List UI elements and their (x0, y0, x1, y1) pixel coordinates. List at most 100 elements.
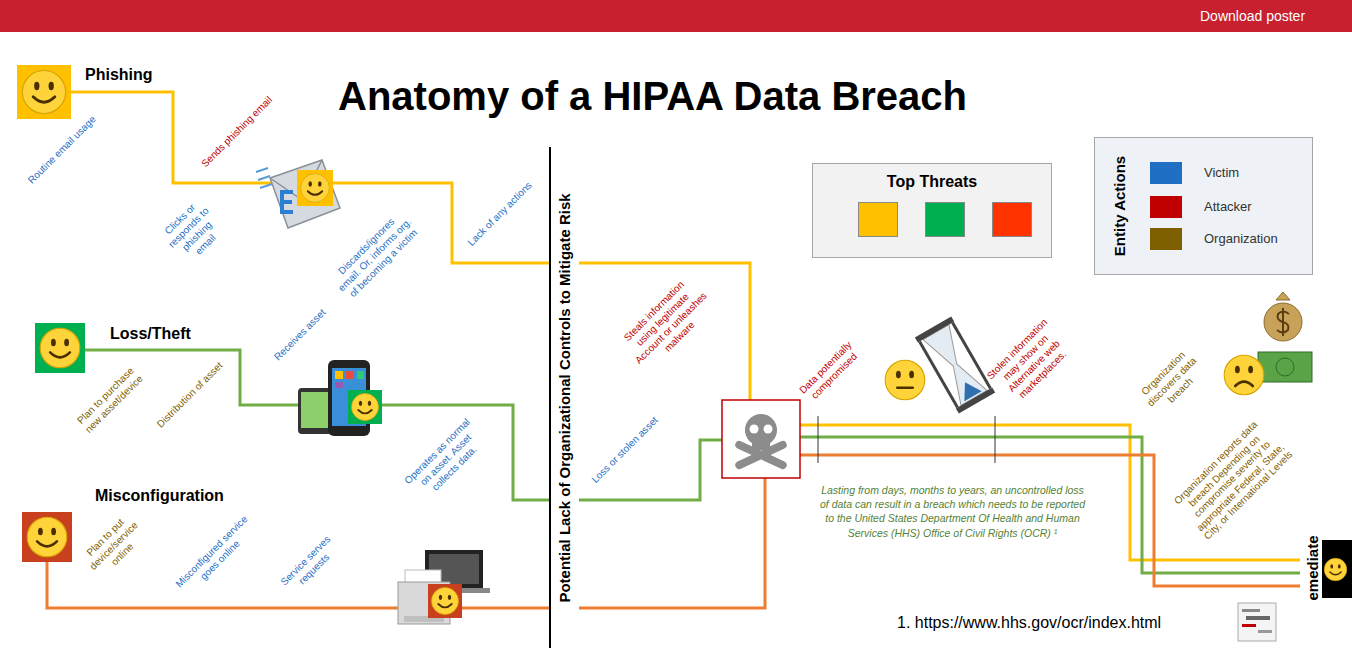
legend-swatch (1150, 196, 1182, 218)
app-tile (335, 371, 343, 379)
hourglass-post (920, 342, 958, 408)
smiley (301, 174, 330, 203)
speed-line (256, 168, 268, 172)
phishing-path (71, 92, 750, 400)
envelope (270, 160, 340, 228)
skull-jaw (752, 438, 770, 450)
step-label: Stolen information may show on Alternati… (979, 311, 1080, 412)
money-sign (1277, 308, 1289, 336)
bag-knot (1276, 292, 1290, 300)
logo-mark (1242, 609, 1260, 612)
bill-seal (1276, 358, 1294, 376)
logo-frame (1238, 603, 1276, 641)
toolbar-link: Download poster (1200, 8, 1305, 25)
neutral-face (885, 360, 925, 400)
icon-ground (22, 512, 72, 562)
threat-heading: Misconfiguration (95, 486, 224, 505)
loss-icon (35, 323, 85, 373)
icon-ground (17, 65, 71, 119)
money-bag (1264, 303, 1302, 341)
step-label: Operates as normal on asset. Asset colle… (398, 412, 494, 508)
smiley (432, 588, 459, 615)
sad-face (1224, 355, 1264, 395)
bills (1258, 352, 1312, 382)
icon-ground (297, 170, 333, 206)
phishing-icon (17, 65, 71, 119)
breach-box (722, 400, 800, 478)
speed-line (260, 184, 272, 188)
tick (995, 416, 996, 463)
step-label: Distribution of asset (155, 360, 226, 431)
logo-mark (1258, 630, 1272, 633)
icon-ground (428, 584, 462, 618)
remediate-ground (1322, 540, 1352, 598)
footnote: 1. https://www.hhs.gov/ocr/index.html (897, 613, 1161, 632)
envelope-mark (280, 190, 293, 214)
header-bar (0, 0, 1352, 32)
email-icon (256, 160, 340, 228)
misconfig-icon (22, 512, 72, 562)
legend-text: Victim (1204, 165, 1239, 181)
smiley (40, 328, 80, 368)
step-label: Misconfigured service goes online (169, 509, 264, 604)
step-label: Lack of any actions (465, 179, 534, 248)
step-label: Discards/ignores email. Or, informs org.… (327, 207, 423, 303)
skull-eye (750, 425, 759, 434)
skull-eye (764, 425, 773, 434)
smiley (352, 394, 379, 421)
tick (818, 416, 819, 463)
threat-heading: Loss/Theft (110, 324, 191, 343)
legend-text: Attacker (1204, 199, 1252, 215)
step-label: Service serves requests (274, 529, 346, 601)
tablet (298, 388, 332, 434)
hourglass-cap (956, 387, 995, 413)
smiley (1324, 558, 1347, 581)
app-tile (357, 371, 364, 379)
diagram-title: Anatomy of a HIPAA Data Breach (338, 72, 967, 120)
legend-swatch (1150, 228, 1182, 250)
legend-text: Organization (1204, 231, 1278, 247)
step-label: Organization reports data breach Dependi… (1162, 409, 1302, 549)
timeline-ticks (818, 416, 995, 463)
device-icon (298, 360, 382, 436)
legend-title: Entity Actions (1111, 156, 1129, 256)
step-label: Organization discovers data breach (1131, 341, 1213, 423)
money-icon (1258, 292, 1312, 382)
smiley (27, 517, 67, 557)
band-text: Potential Lack of Organizational Control… (556, 193, 574, 602)
icon-ground (348, 390, 382, 424)
app-tile (346, 371, 354, 379)
step-label: Clicks or responds to phishing email (155, 194, 231, 270)
hourglass (915, 316, 995, 413)
threats-box: Top Threats (812, 163, 1052, 258)
speed-line (258, 176, 270, 180)
logo-mark (1246, 616, 1270, 620)
step-label: Routine email usage (26, 114, 99, 187)
threat-heading: Phishing (85, 65, 153, 84)
step-label: Receives asset (272, 307, 328, 363)
controls-band: Potential Lack of Organizational Control… (549, 147, 579, 648)
smiley (22, 70, 65, 113)
threat-swatch (858, 202, 898, 237)
threat-swatch (992, 202, 1032, 237)
note-text: Lasting from days, months to years, an u… (820, 483, 1085, 540)
step-label: Steals information using legitimate Acco… (615, 272, 720, 377)
threat-swatch (925, 202, 965, 237)
breach-icon (722, 400, 800, 478)
step-label: Data potentially compromised (791, 333, 868, 410)
logo (1238, 603, 1276, 641)
threat-paths (47, 92, 1300, 608)
legend-swatch (1150, 162, 1182, 184)
end-step: emediate (1304, 535, 1322, 600)
service-icon (398, 550, 490, 624)
icon-ground (35, 323, 85, 373)
skull (734, 414, 788, 470)
step-label: Plan to put device/service online (76, 508, 152, 584)
app-tile (335, 382, 343, 388)
logo-mark (1242, 624, 1256, 627)
hourglass-cap (915, 316, 954, 342)
box-heading: Top Threats (813, 172, 1051, 192)
step-label: Loss or stolen asset (589, 414, 660, 485)
tablet-screen (301, 392, 329, 428)
